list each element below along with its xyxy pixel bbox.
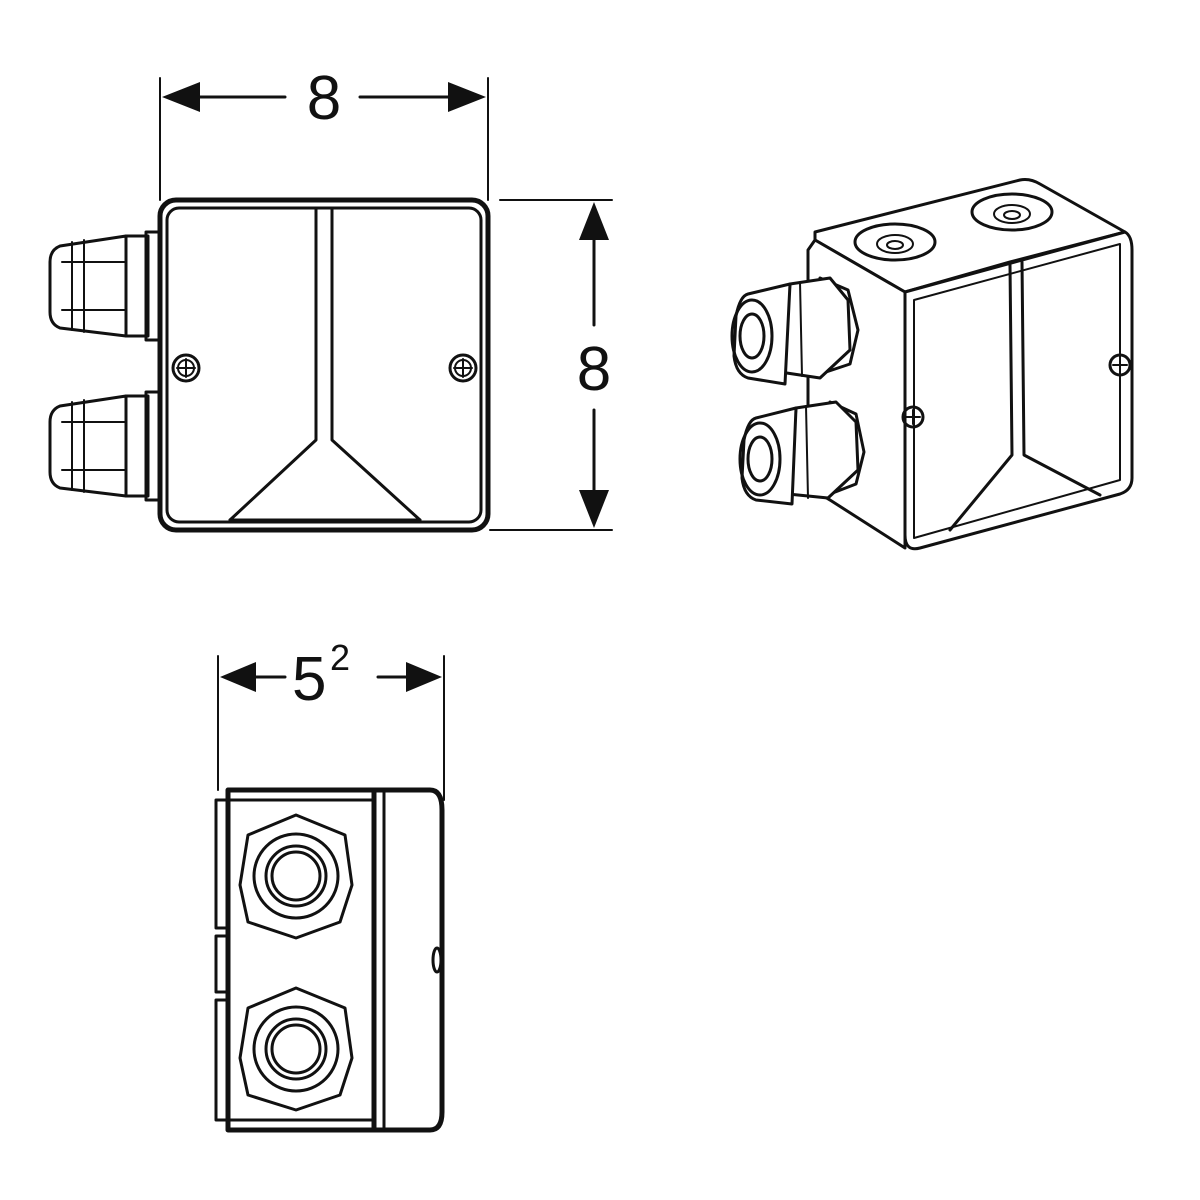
arrow-left-icon — [162, 82, 200, 112]
box-side — [225, 787, 445, 1133]
depth-arrow-left-icon — [220, 662, 256, 692]
iso-screw-right-icon — [1108, 353, 1132, 377]
side-gland-bottom-icon — [238, 986, 354, 1112]
top-opening-right-icon — [970, 192, 1054, 232]
screw-right-icon — [448, 353, 478, 383]
box-front-face — [903, 230, 1134, 551]
lid-edge — [913, 243, 1121, 539]
iso-cable-gland-bottom-icon — [738, 400, 866, 506]
screw-left-icon — [171, 353, 201, 383]
lid-outline — [165, 206, 483, 524]
width-dimension: 8 — [159, 64, 489, 201]
iso-screw-left-icon — [901, 405, 925, 429]
height-dimension: 8 — [489, 199, 613, 531]
iso-groove-left — [948, 263, 1014, 532]
height-label: 8 — [577, 335, 611, 404]
side-screw-icon — [431, 946, 443, 974]
top-opening-left-icon — [853, 222, 937, 262]
depth-label-exponent: 2 — [330, 637, 350, 678]
arrow-up-icon — [579, 202, 609, 240]
arrow-down-icon — [579, 490, 609, 528]
lid-groove-right — [330, 206, 422, 522]
depth-dimension: 5 2 — [217, 637, 445, 801]
arrow-right-icon — [448, 82, 486, 112]
lid-groove-left — [228, 206, 318, 522]
side-gland-top-icon — [238, 813, 354, 940]
depth-arrow-right-icon — [406, 662, 442, 692]
box-front — [157, 197, 491, 533]
cable-gland-bottom-icon — [48, 390, 162, 502]
isometric-view — [730, 178, 1134, 551]
front-view: 8 8 — [48, 64, 613, 533]
side-view: 5 2 — [214, 637, 445, 1133]
iso-cable-gland-top-icon — [730, 276, 860, 386]
cable-gland-top-icon — [48, 230, 162, 342]
depth-label-base: 5 — [292, 645, 326, 714]
width-label: 8 — [307, 64, 341, 133]
